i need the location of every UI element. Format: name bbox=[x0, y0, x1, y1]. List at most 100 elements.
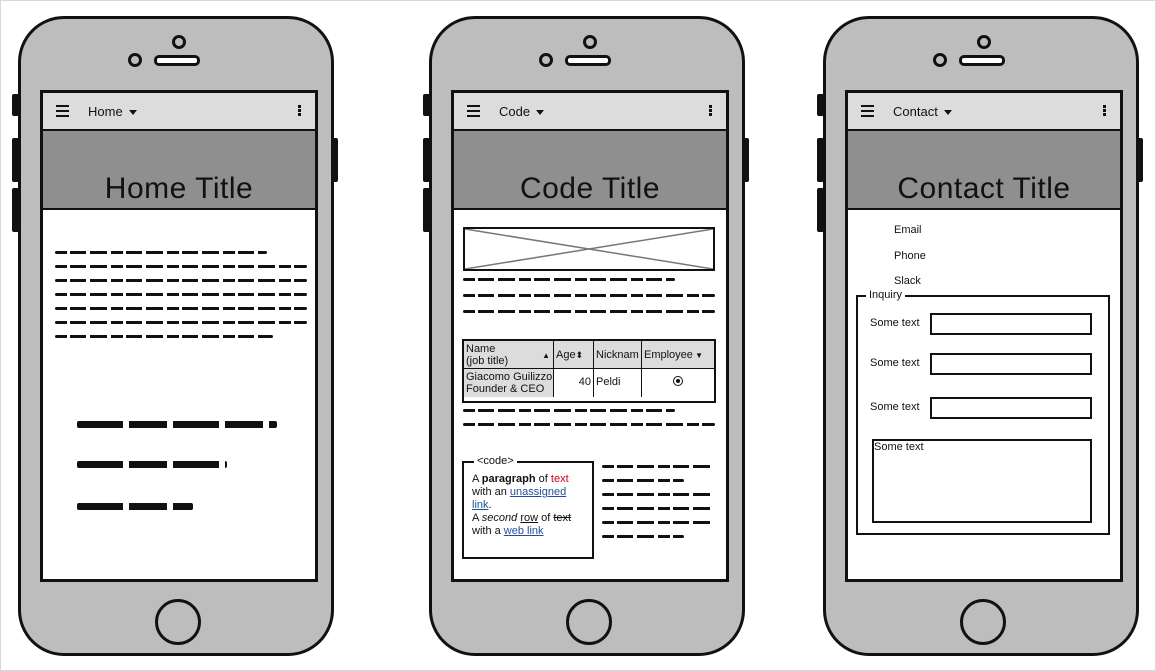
speaker-grille bbox=[154, 55, 200, 66]
nav-title: Home bbox=[88, 104, 123, 119]
chevron-down-icon bbox=[128, 110, 137, 116]
phone-home: Home Home Title bbox=[12, 16, 338, 656]
more-vert-icon[interactable] bbox=[298, 105, 301, 117]
text-placeholder-line bbox=[463, 278, 675, 281]
volume-down-button bbox=[12, 188, 19, 232]
text-input-1[interactable] bbox=[930, 313, 1092, 335]
speaker-grille bbox=[959, 55, 1005, 66]
phone-code: Code Code Title Name (job title)▲ Age⬍ N… bbox=[423, 16, 749, 656]
text-placeholder-line bbox=[463, 409, 675, 412]
power-button bbox=[331, 138, 338, 182]
text-placeholder-line bbox=[602, 479, 684, 482]
phone-contact: Contact Contact Title Email Phone Slack … bbox=[817, 16, 1143, 656]
text-placeholder-line bbox=[55, 279, 307, 282]
chevron-down-icon bbox=[536, 110, 545, 116]
hero-banner: Contact Title bbox=[848, 131, 1120, 210]
contact-link-slack[interactable]: Slack bbox=[894, 275, 921, 287]
home-button[interactable] bbox=[566, 599, 612, 645]
cell-age: 40 bbox=[554, 369, 594, 397]
menu-icon[interactable] bbox=[56, 105, 69, 117]
image-placeholder bbox=[463, 227, 715, 271]
text-placeholder-line bbox=[602, 507, 712, 510]
app-bar: Code bbox=[454, 93, 726, 131]
text-placeholder-line bbox=[602, 535, 684, 538]
contact-link-phone[interactable]: Phone bbox=[894, 250, 926, 262]
field-label: Some text bbox=[870, 357, 920, 369]
volume-up-button bbox=[12, 138, 19, 182]
sensor-icon bbox=[977, 35, 991, 49]
camera-icon bbox=[539, 53, 553, 67]
nav-title-dropdown[interactable]: Contact bbox=[893, 104, 952, 119]
mute-switch bbox=[817, 94, 824, 116]
cell-employee bbox=[642, 369, 714, 397]
page-title: Contact Title bbox=[897, 172, 1071, 205]
code-paragraph-1: A paragraph of text with an unassigned l… bbox=[472, 473, 569, 511]
unassigned-link[interactable]: unassigned link bbox=[472, 486, 567, 511]
sensor-icon bbox=[172, 35, 186, 49]
hero-banner: Home Title bbox=[43, 131, 315, 210]
screen: Contact Contact Title Email Phone Slack … bbox=[845, 90, 1123, 582]
camera-icon bbox=[933, 53, 947, 67]
text-placeholder-line bbox=[463, 294, 715, 297]
code-paragraph-2: A second row of text with a web link bbox=[472, 512, 572, 537]
link-placeholder[interactable] bbox=[77, 503, 193, 510]
inquiry-legend: Inquiry bbox=[866, 289, 906, 301]
screen: Home Home Title bbox=[40, 90, 318, 582]
text-placeholder-line bbox=[55, 265, 307, 268]
more-vert-icon[interactable] bbox=[1103, 105, 1106, 117]
sensor-icon bbox=[583, 35, 597, 49]
contact-link-email[interactable]: Email bbox=[894, 224, 922, 236]
text-placeholder-line bbox=[463, 310, 715, 313]
field-label: Some text bbox=[870, 401, 920, 413]
code-block: <code> A paragraph of text with an unass… bbox=[462, 455, 594, 559]
cell-nickname: Peldi bbox=[594, 369, 642, 397]
app-bar: Contact bbox=[848, 93, 1120, 131]
column-header-nickname[interactable]: Nicknam bbox=[594, 341, 642, 368]
camera-icon bbox=[128, 53, 142, 67]
speaker-grille bbox=[565, 55, 611, 66]
radio-button[interactable] bbox=[673, 376, 683, 386]
mute-switch bbox=[423, 94, 430, 116]
text-input-3[interactable] bbox=[930, 397, 1092, 419]
column-header-age[interactable]: Age⬍ bbox=[554, 341, 594, 368]
text-placeholder-line bbox=[55, 293, 307, 296]
text-placeholder-line bbox=[602, 493, 712, 496]
text-placeholder-line bbox=[55, 307, 307, 310]
web-link[interactable]: web link bbox=[503, 525, 544, 537]
home-button[interactable] bbox=[960, 599, 1006, 645]
nav-title: Code bbox=[499, 104, 531, 119]
text-placeholder-line bbox=[55, 251, 267, 254]
text-placeholder-line bbox=[602, 521, 712, 524]
text-placeholder-line bbox=[55, 321, 307, 324]
power-button bbox=[1136, 138, 1143, 182]
text-placeholder-line bbox=[55, 335, 273, 338]
more-vert-icon[interactable] bbox=[709, 105, 712, 117]
nav-title-dropdown[interactable]: Code bbox=[499, 104, 545, 119]
power-button bbox=[742, 138, 749, 182]
hero-banner: Code Title bbox=[454, 131, 726, 210]
link-placeholder[interactable] bbox=[77, 461, 227, 468]
volume-up-button bbox=[817, 138, 824, 182]
nav-title-dropdown[interactable]: Home bbox=[88, 104, 137, 119]
sort-icon: ⬍ bbox=[575, 350, 584, 360]
column-header-name[interactable]: Name (job title)▲ bbox=[464, 341, 554, 368]
screen: Code Code Title Name (job title)▲ Age⬍ N… bbox=[451, 90, 729, 582]
code-block-legend: <code> bbox=[474, 455, 517, 468]
message-textarea[interactable]: Some text bbox=[872, 439, 1092, 523]
table-header-row: Name (job title)▲ Age⬍ Nicknam Employee … bbox=[464, 341, 714, 369]
menu-icon[interactable] bbox=[861, 105, 874, 117]
column-header-employee[interactable]: Employee ▼ bbox=[644, 349, 704, 361]
nav-title: Contact bbox=[893, 104, 938, 119]
menu-icon[interactable] bbox=[467, 105, 480, 117]
link-placeholder[interactable] bbox=[77, 421, 277, 428]
text-input-2[interactable] bbox=[930, 353, 1092, 375]
field-label: Some text bbox=[870, 317, 920, 329]
sort-desc-icon: ▼ bbox=[692, 351, 704, 360]
text-placeholder-line bbox=[602, 465, 712, 468]
page-title: Home Title bbox=[104, 172, 254, 205]
volume-down-button bbox=[423, 188, 430, 232]
home-button[interactable] bbox=[155, 599, 201, 645]
data-table: Name (job title)▲ Age⬍ Nicknam Employee … bbox=[462, 339, 716, 403]
